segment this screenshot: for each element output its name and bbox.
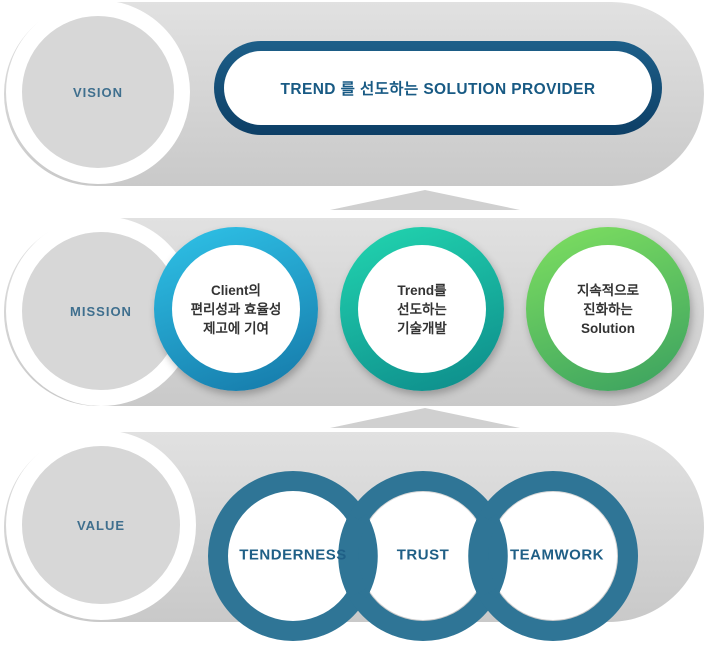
mission-text-line: 제고에 기여 — [203, 320, 269, 336]
mission-label: MISSION — [70, 303, 132, 319]
mission-circle-inner: 지속적으로 진화하는 Solution — [544, 245, 672, 373]
mission-circle-solution: 지속적으로 진화하는 Solution — [526, 227, 690, 391]
value-item-trust: TRUST — [396, 546, 450, 564]
value-ring-overlap — [338, 514, 367, 598]
value-ring-overlap — [468, 514, 497, 598]
vision-label: VISION — [72, 84, 124, 100]
arrow-up-icon — [330, 190, 520, 210]
vision-statement-inner: TREND 를 선도하는 SOLUTION PROVIDER — [224, 51, 652, 125]
mission-circle-client: Client의 편리성과 효율성 제고에 기여 — [154, 227, 318, 391]
arrow-up-icon — [330, 408, 520, 428]
mission-circle-inner: Client의 편리성과 효율성 제고에 기여 — [172, 245, 300, 373]
value-label: VALUE — [76, 517, 126, 533]
mission-circle-inner: Trend를 선도하는 기술개발 — [358, 245, 486, 373]
mission-text-line: 선도하는 — [397, 301, 447, 317]
vision-statement-box: TREND 를 선도하는 SOLUTION PROVIDER — [214, 41, 662, 135]
value-item-tenderness: TENDERNESS — [239, 546, 347, 564]
mission-text-line: 기술개발 — [397, 320, 447, 336]
value-ring-fill — [489, 492, 617, 620]
mission-circle-trend: Trend를 선도하는 기술개발 — [340, 227, 504, 391]
value-item-teamwork: TEAMWORK — [510, 546, 604, 564]
vision-statement: TREND 를 선도하는 SOLUTION PROVIDER — [280, 81, 596, 98]
mission-text-line: Client의 — [211, 282, 261, 298]
mission-text-line: 지속적으로 — [576, 282, 640, 298]
mission-text-line: Solution — [581, 320, 635, 336]
mission-text-line: Trend를 — [397, 282, 447, 298]
value-ring-fill — [229, 492, 357, 620]
value-ring-fill — [359, 492, 487, 620]
mission-text-line: 편리성과 효율성 — [190, 301, 282, 317]
mission-text-line: 진화하는 — [583, 301, 633, 317]
